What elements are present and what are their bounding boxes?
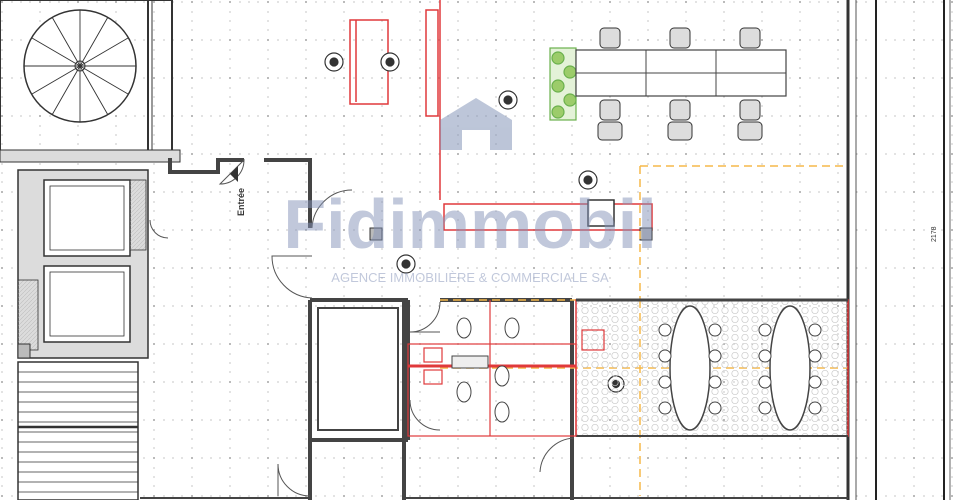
meeting-tables <box>669 305 811 431</box>
reception-counter <box>369 199 653 241</box>
spiral-staircase <box>0 0 181 163</box>
toilets <box>456 317 520 423</box>
door-swings <box>149 158 575 497</box>
dimension-label: 2178 <box>931 226 938 242</box>
restrooms <box>407 300 605 437</box>
entrance-marker: Entrée <box>230 166 246 216</box>
shaft <box>317 307 399 431</box>
office-partition <box>349 0 441 200</box>
desk-cluster <box>575 49 787 97</box>
straight-staircase <box>17 361 139 500</box>
meeting-chairs <box>658 323 822 415</box>
entrance-label: Entrée <box>236 188 246 216</box>
watermark-tagline: AGENCE IMMOBILIÈRE & COMMERCIALE SA <box>331 270 609 285</box>
planter <box>549 47 577 121</box>
elevator-core <box>17 169 149 359</box>
desk-chairs <box>597 27 763 141</box>
watermark-brand: Fidimmobil <box>283 185 656 263</box>
watermark-house-icon <box>440 98 512 150</box>
watermark: Fidimmobil AGENCE IMMOBILIÈRE & COMMERCI… <box>283 98 657 285</box>
